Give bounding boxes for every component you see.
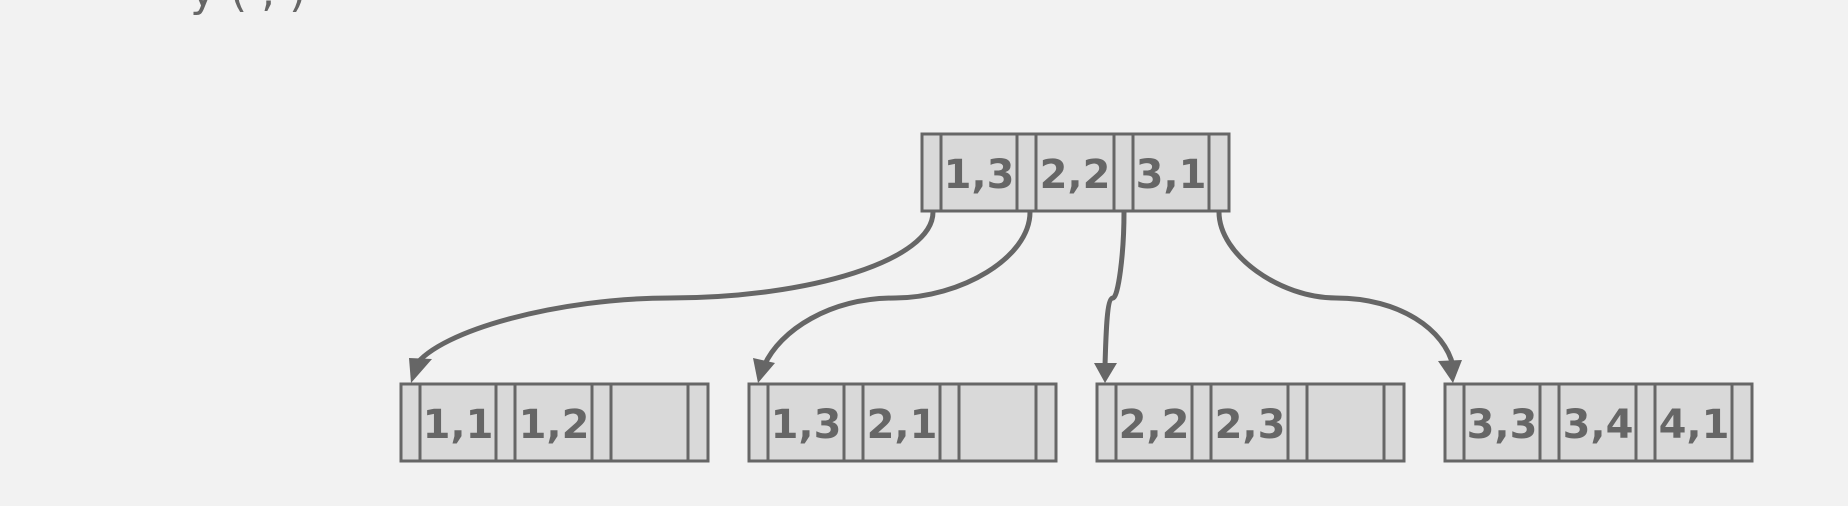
arrowhead-leaf-3 [1094, 363, 1117, 383]
leaf-node-1: 1,1 1,2 [399, 382, 710, 463]
leaf-2-key-2: 2,1 [867, 402, 938, 448]
arrowhead-leaf-2 [753, 358, 775, 383]
leaf-node-frame [747, 382, 1058, 463]
edge-root-to-leaf-4 [1216, 211, 1456, 367]
edge-root-to-leaf-3 [1102, 211, 1127, 367]
leaf-node-2: 1,3 2,1 [747, 382, 1058, 463]
leaf-2-key-1: 1,3 [771, 402, 842, 448]
arrowhead-leaf-1 [409, 358, 432, 383]
root-node: 1,3 2,2 3,1 [920, 132, 1231, 213]
edges [409, 211, 1462, 383]
leaf-3-key-2: 2,3 [1215, 402, 1286, 448]
leaf-3-key-1: 2,2 [1119, 402, 1190, 448]
root-key-3: 3,1 [1136, 152, 1207, 198]
leaf-node-frame [1443, 382, 1754, 463]
leaf-4-key-1: 3,3 [1467, 402, 1538, 448]
leaf-4-key-2: 3,4 [1563, 402, 1634, 448]
leaf-node-3: 2,2 2,3 [1095, 382, 1406, 463]
leaf-1-key-1: 1,1 [423, 402, 494, 448]
root-node-frame [920, 132, 1231, 213]
leaf-node-frame [399, 382, 710, 463]
leaf-node-4: 3,3 3,4 4,1 [1443, 382, 1754, 463]
root-key-1: 1,3 [944, 152, 1015, 198]
title-fragment: y ( , ) [190, 0, 306, 17]
leaf-node-frame [1095, 382, 1406, 463]
leaf-1-key-2: 1,2 [519, 402, 590, 448]
root-key-2: 2,2 [1040, 152, 1111, 198]
arrowhead-leaf-4 [1438, 360, 1462, 383]
leaf-4-key-3: 4,1 [1659, 402, 1730, 448]
edge-root-to-leaf-2 [761, 211, 1033, 368]
edge-root-to-leaf-1 [412, 211, 936, 368]
